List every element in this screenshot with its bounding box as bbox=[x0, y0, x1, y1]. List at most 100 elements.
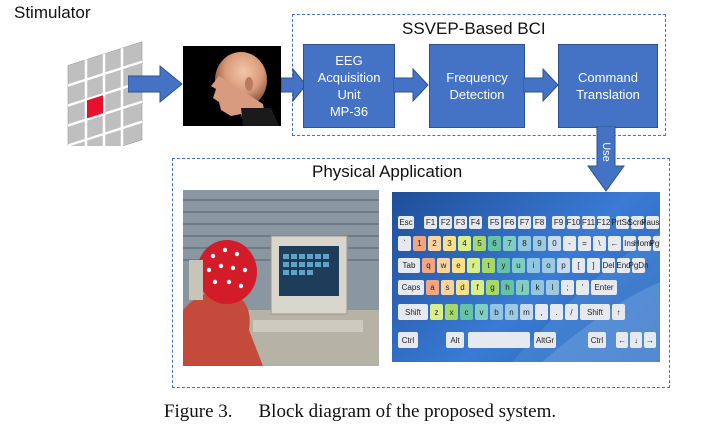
key-r3-5[interactable]: g bbox=[486, 280, 499, 295]
key-r4-7[interactable]: m bbox=[520, 304, 533, 320]
key-r5-6[interactable]: → bbox=[644, 332, 656, 348]
key-r4-10[interactable]: / bbox=[565, 304, 578, 320]
key-r1-0[interactable]: ` bbox=[398, 236, 411, 251]
key-r1-16[interactable]: Home bbox=[634, 236, 655, 251]
subject-head-photo bbox=[183, 46, 281, 126]
key-r3-2[interactable]: s bbox=[441, 280, 454, 295]
key-r2-3[interactable]: e bbox=[452, 258, 465, 273]
key-r1-1[interactable]: 1 bbox=[413, 236, 426, 251]
key-r1-5[interactable]: 5 bbox=[473, 236, 486, 251]
key-r1-7[interactable]: 7 bbox=[503, 236, 516, 251]
key-r2-14[interactable]: End bbox=[616, 258, 631, 273]
key-r5-2[interactable]: AltGr bbox=[534, 332, 556, 348]
key-r2-4[interactable]: r bbox=[467, 258, 480, 273]
key-r4-1[interactable]: z bbox=[430, 304, 443, 320]
key-f-0[interactable]: Esc bbox=[398, 216, 414, 229]
key-r1-8[interactable]: 8 bbox=[518, 236, 531, 251]
key-r2-7[interactable]: u bbox=[512, 258, 525, 273]
key-r1-4[interactable]: 4 bbox=[458, 236, 471, 251]
key-r2-12[interactable]: ] bbox=[587, 258, 600, 273]
key-r1-10[interactable]: 0 bbox=[548, 236, 561, 251]
key-r4-0[interactable]: Shift bbox=[398, 304, 428, 320]
key-r4-9[interactable]: . bbox=[550, 304, 563, 320]
key-r3-0[interactable]: Caps bbox=[398, 280, 424, 295]
key-f-8[interactable]: F8 bbox=[533, 216, 546, 229]
key-r1-2[interactable]: 2 bbox=[428, 236, 441, 251]
key-f-12[interactable]: F12 bbox=[596, 216, 611, 229]
key-r4-3[interactable]: c bbox=[460, 304, 473, 320]
key-f-6[interactable]: F6 bbox=[503, 216, 516, 229]
key-r2-11[interactable]: [ bbox=[572, 258, 585, 273]
key-r4-11[interactable]: Shift bbox=[580, 304, 610, 320]
bci-title: SSVEP-Based BCI bbox=[402, 19, 546, 38]
key-r2-1[interactable]: q bbox=[422, 258, 435, 273]
key-r2-5[interactable]: t bbox=[482, 258, 495, 273]
key-r2-8[interactable]: i bbox=[527, 258, 540, 273]
experiment-photo bbox=[183, 190, 379, 366]
arrow-subject-to-eeg bbox=[281, 68, 307, 102]
key-r1-11[interactable]: - bbox=[563, 236, 576, 251]
key-r1-15[interactable]: Ins bbox=[623, 236, 636, 251]
key-f-5[interactable]: F5 bbox=[488, 216, 501, 229]
key-f-14[interactable]: Scroll bbox=[627, 216, 648, 229]
key-r2-15[interactable]: PgDn bbox=[629, 258, 649, 273]
key-f-4[interactable]: F4 bbox=[469, 216, 482, 229]
key-f-15[interactable]: Pause bbox=[641, 216, 660, 229]
key-r2-9[interactable]: o bbox=[542, 258, 555, 273]
key-r4-12[interactable]: ↑ bbox=[612, 304, 625, 320]
key-f-1[interactable]: F1 bbox=[424, 216, 437, 229]
arrow-stimulator-to-subject bbox=[128, 64, 183, 104]
key-f-11[interactable]: F11 bbox=[581, 216, 596, 229]
key-r4-6[interactable]: n bbox=[505, 304, 518, 320]
key-f-2[interactable]: F2 bbox=[439, 216, 452, 229]
key-r3-11[interactable]: ' bbox=[576, 280, 589, 295]
key-r3-10[interactable]: ; bbox=[561, 280, 574, 295]
key-r2-13[interactable]: Del bbox=[602, 258, 615, 273]
key-r3-1[interactable]: a bbox=[426, 280, 439, 295]
key-r4-2[interactable]: x bbox=[445, 304, 458, 320]
key-r2-2[interactable]: w bbox=[437, 258, 450, 273]
key-r4-4[interactable]: v bbox=[475, 304, 488, 320]
eeg-acquisition-block: EEG Acquisition Unit MP-36 bbox=[303, 44, 395, 128]
key-r1-14[interactable]: ← bbox=[608, 236, 621, 251]
key-r3-4[interactable]: f bbox=[471, 280, 484, 295]
key-r1-17[interactable]: PgUp bbox=[650, 236, 660, 251]
key-f-9[interactable]: F9 bbox=[552, 216, 565, 229]
frequency-detection-block: Frequency Detection bbox=[429, 44, 525, 128]
key-r3-3[interactable]: d bbox=[456, 280, 469, 295]
application-group-box bbox=[172, 158, 670, 388]
key-r1-9[interactable]: 9 bbox=[533, 236, 546, 251]
key-r4-8[interactable]: , bbox=[535, 304, 548, 320]
key-r5-3[interactable]: Ctrl bbox=[588, 332, 606, 348]
key-r1-12[interactable]: = bbox=[578, 236, 591, 251]
stimulus-target bbox=[87, 95, 103, 119]
key-r5-0[interactable]: Ctrl bbox=[398, 332, 418, 348]
arrow-command-to-application bbox=[587, 126, 625, 192]
key-f-10[interactable]: F10 bbox=[566, 216, 581, 229]
key-r5-4[interactable]: ← bbox=[616, 332, 628, 348]
key-r3-6[interactable]: h bbox=[501, 280, 514, 295]
key-r1-3[interactable]: 3 bbox=[443, 236, 456, 251]
key-f-7[interactable]: F7 bbox=[518, 216, 531, 229]
key-r2-10[interactable]: p bbox=[557, 258, 570, 273]
key-r1-6[interactable]: 6 bbox=[488, 236, 501, 251]
arrow-frequency-to-command bbox=[523, 68, 559, 102]
key-r3-7[interactable]: j bbox=[516, 280, 529, 295]
key-r5-5[interactable]: ↓ bbox=[630, 332, 642, 348]
key-f-3[interactable]: F3 bbox=[454, 216, 467, 229]
key-r5-1[interactable]: Alt bbox=[446, 332, 464, 348]
key-r3-8[interactable]: k bbox=[531, 280, 544, 295]
key-r4-5[interactable]: b bbox=[490, 304, 503, 320]
stimulator-title: Stimulator bbox=[14, 3, 91, 22]
key-r2-0[interactable]: Tab bbox=[398, 258, 420, 273]
key-r3-12[interactable]: Enter bbox=[591, 280, 617, 295]
key-r1-13[interactable]: \ bbox=[593, 236, 606, 251]
figure-number: Figure 3. bbox=[163, 401, 233, 422]
figure-caption-text: Block diagram of the proposed system. bbox=[258, 401, 557, 422]
key-f-13[interactable]: PrtScr bbox=[611, 216, 634, 229]
key-spacebar[interactable] bbox=[468, 332, 530, 348]
application-title: Physical Application bbox=[312, 162, 463, 181]
key-r2-6[interactable]: y bbox=[497, 258, 510, 273]
key-r3-9[interactable]: l bbox=[546, 280, 559, 295]
